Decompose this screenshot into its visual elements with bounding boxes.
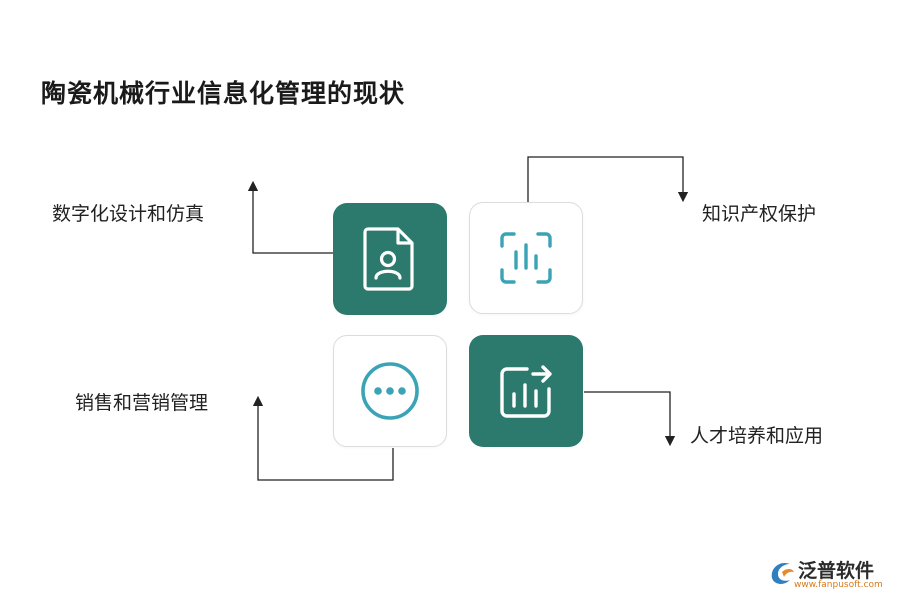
- tile-ip-protection: [469, 202, 583, 314]
- label-ip-protection: 知识产权保护: [702, 203, 817, 225]
- label-talent: 人才培养和应用: [690, 425, 824, 447]
- logo-name: 泛普软件: [798, 560, 875, 582]
- logo-url: www.fanpusoft.com: [794, 580, 883, 590]
- brand-logo: 泛普软件 www.fanpusoft.com: [768, 556, 892, 592]
- bar-scan-icon: [500, 232, 552, 284]
- connector-top-right: [527, 156, 689, 203]
- page-title: 陶瓷机械行业信息化管理的现状: [41, 79, 406, 108]
- tile-sales-marketing: [333, 335, 447, 447]
- document-user-icon: [363, 227, 414, 291]
- connector-top-left: [247, 180, 333, 254]
- connector-bottom-left: [252, 395, 394, 481]
- tile-digital-design: [333, 203, 447, 315]
- tile-talent: [469, 335, 583, 447]
- connector-bottom-right: [584, 391, 676, 447]
- fanpu-logo-icon: [771, 562, 794, 584]
- more-dots-icon: [361, 362, 419, 420]
- chart-arrow-icon: [500, 365, 552, 418]
- label-sales-marketing: 销售和营销管理: [75, 392, 209, 414]
- label-digital-design: 数字化设计和仿真: [52, 203, 205, 225]
